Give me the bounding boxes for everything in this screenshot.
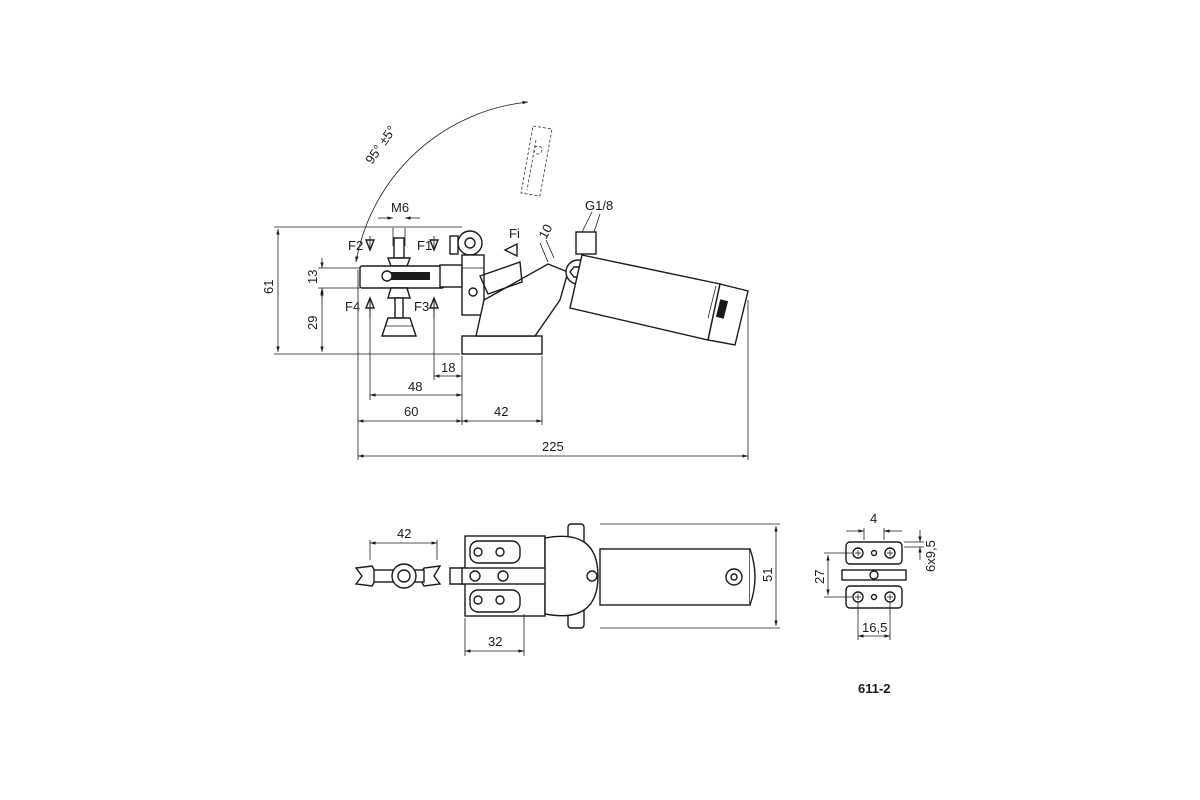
clamp-arm [439, 230, 485, 316]
arm-top [354, 563, 466, 589]
dim-48: 48 [408, 379, 422, 394]
dim-32: 32 [488, 634, 502, 649]
thread-label: M6 [391, 200, 409, 215]
dim-42-top: 42 [397, 526, 411, 541]
top-view: 42 [354, 523, 780, 656]
side-view: 95° ±5° 61 13 29 18 48 [261, 100, 749, 460]
cylinder-top [599, 548, 756, 606]
angle-label: 95° ±5° [362, 123, 399, 167]
body-top [461, 523, 599, 629]
force-f1: F1 [417, 238, 432, 253]
dim-51: 51 [760, 568, 775, 582]
air-cylinder [569, 254, 749, 346]
dim-61: 61 [261, 280, 276, 294]
spindle [359, 237, 445, 337]
open-spindle-ghost [520, 125, 553, 197]
dim-10: 10 [535, 222, 555, 242]
dim-42-side: 42 [494, 404, 508, 419]
angle-arc [355, 100, 529, 263]
dim-16-5: 16,5 [862, 620, 887, 635]
force-arrows [364, 236, 518, 318]
force-f4: F4 [345, 299, 360, 314]
base-plate-view: 4 6x9,5 27 16,5 [812, 511, 938, 640]
dim-6x9-5: 6x9,5 [923, 540, 938, 572]
dim-18: 18 [441, 360, 455, 375]
dim-13: 13 [305, 270, 320, 284]
dim-29: 29 [305, 316, 320, 330]
drawing-code: 611-2 [858, 681, 891, 696]
dim-4: 4 [870, 511, 877, 526]
force-f2: F2 [348, 238, 363, 253]
port-label: G1/8 [585, 198, 613, 213]
dim-225: 225 [542, 439, 564, 454]
force-f3: F3 [414, 299, 429, 314]
dim-27: 27 [812, 570, 827, 584]
dim-60: 60 [404, 404, 418, 419]
air-port [575, 211, 601, 255]
force-fi: Fi [509, 226, 520, 241]
